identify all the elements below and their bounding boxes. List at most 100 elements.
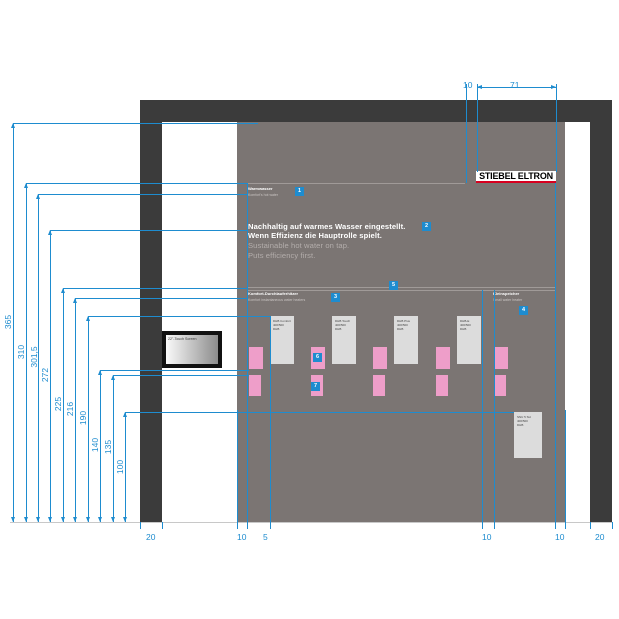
dim-top-ext-556	[556, 84, 557, 172]
booth-frame-top	[140, 100, 612, 122]
marker-4: 4	[519, 306, 528, 315]
product-card-5: SNU 5 SLI 400/500 DHB	[514, 412, 542, 458]
dim-line-272	[50, 231, 51, 522]
dim-label-bottom-10-mid: 10	[482, 532, 492, 542]
dim-label-272: 272	[40, 367, 50, 383]
section-warmwasser-title: Warmwasser	[248, 186, 273, 191]
dim-arrow-225	[61, 288, 65, 293]
dim-label-310: 310	[16, 344, 26, 360]
device-placeholder-lower-1	[249, 375, 261, 396]
product-card-2-text: DHB Touch 400/500 DHB	[335, 319, 351, 332]
product-section-rule-1	[247, 287, 555, 288]
section-durchlauf-subtitle: Komfort instantaneous water heaters	[248, 298, 306, 302]
device-placeholder-upper-1	[249, 347, 263, 369]
dim-label-bottom-20-left: 20	[146, 532, 156, 542]
product-card-3-text: DHB Plus 400/500 DHB	[397, 319, 411, 332]
section-klein-title: Kleinspeicher	[493, 291, 520, 296]
dim-arrow-135-bottom	[111, 517, 115, 522]
dim-arrow-3015-bottom	[36, 517, 40, 522]
dim-top-arrow-right	[551, 85, 556, 89]
dim-label-3015: 301,5	[29, 346, 39, 368]
stiebel-eltron-logo: STIEBEL ELTRON	[476, 171, 556, 183]
dim-label-216: 216	[65, 401, 75, 417]
dim-arrow-140-bottom	[98, 517, 102, 522]
dim-arrow-365-bottom	[11, 517, 15, 522]
dim-line-3015	[38, 195, 39, 522]
device-placeholder-lower-3	[373, 375, 385, 396]
dim-tick-612	[612, 522, 613, 529]
product-card-3: DHB Plus 400/500 DHB	[394, 316, 418, 364]
headline-en-line2: Puts efficiency first.	[248, 251, 316, 260]
dim-tick-590	[590, 522, 591, 529]
dim-line-216	[75, 299, 76, 522]
dim-ext-140	[100, 370, 249, 371]
dim-label-bottom-5: 5	[263, 532, 268, 542]
dim-tick-270	[270, 316, 271, 529]
product-card-4: DHB-E 400/500 DHB	[457, 316, 481, 364]
marker-7: 7	[311, 382, 320, 391]
dim-arrow-135	[111, 375, 115, 380]
device-placeholder-lower-5	[494, 375, 506, 396]
dim-arrow-272	[48, 230, 52, 235]
dim-ext-190	[88, 316, 270, 317]
dim-ext-272	[50, 230, 247, 231]
dim-line-135	[113, 376, 114, 522]
dim-label-140: 140	[90, 437, 100, 453]
section-durchlauf-title: Komfort-Durchlauferhitzer	[248, 291, 299, 296]
dim-tick-482	[482, 290, 483, 529]
headline-de-line2: Wenn Effizienz die Hauptrolle spielt.	[248, 231, 382, 240]
marker-3: 3	[331, 293, 340, 302]
booth-frame-right	[590, 100, 612, 522]
dim-line-310	[26, 184, 27, 522]
device-placeholder-upper-4	[436, 347, 450, 369]
dim-arrow-190-bottom	[86, 517, 90, 522]
marker-5: 5	[389, 281, 398, 290]
product-card-1-text: DHB Comfort 400/500 DHB	[273, 319, 291, 332]
dim-line-365	[13, 124, 14, 522]
touch-screen-display: 22"-Touch Screen	[166, 335, 218, 364]
dim-arrow-3015	[36, 194, 40, 199]
dim-top-line-71	[477, 87, 556, 88]
dim-label-135: 135	[103, 439, 113, 455]
dim-label-225: 225	[53, 396, 63, 412]
dim-tick-555	[555, 183, 556, 529]
dim-tick-247	[247, 183, 248, 529]
dim-arrow-365	[11, 123, 15, 128]
device-placeholder-upper-3	[373, 347, 387, 369]
section-warmwasser-subtitle: Komfort's hot water	[248, 193, 279, 197]
dim-line-225	[63, 289, 64, 522]
product-card-5-text: SNU 5 SLI 400/500 DHB	[517, 415, 532, 428]
dim-ext-100	[125, 412, 514, 413]
dim-ext-216	[75, 298, 247, 299]
dim-ext-135	[113, 375, 249, 376]
top-divider-rule	[247, 183, 465, 184]
dim-arrow-216-bottom	[73, 517, 77, 522]
dim-top-ext-477	[477, 84, 478, 172]
ground-line	[10, 522, 613, 523]
dim-line-140	[100, 371, 101, 522]
logo-red-bar	[476, 181, 556, 183]
dim-label-bottom-10-right: 10	[555, 532, 565, 542]
dim-arrow-216	[73, 298, 77, 303]
dim-top-arrow-left	[477, 85, 482, 89]
device-placeholder-lower-4	[436, 375, 448, 396]
dim-label-top-10: 10	[463, 80, 473, 90]
marker-2: 2	[422, 222, 431, 231]
dim-arrow-100	[123, 412, 127, 417]
dim-label-365: 365	[3, 314, 13, 330]
dim-arrow-140	[98, 370, 102, 375]
dim-label-190: 190	[78, 410, 88, 426]
dim-arrow-272-bottom	[48, 517, 52, 522]
marker-1: 1	[295, 187, 304, 196]
dim-label-bottom-10-left: 10	[237, 532, 247, 542]
dim-tick-162	[162, 522, 163, 529]
dim-label-100: 100	[115, 459, 125, 475]
dim-label-top-71: 71	[510, 80, 520, 90]
touch-screen-monitor: 22"-Touch Screen	[162, 331, 222, 368]
product-card-4-text: DHB-E 400/500 DHB	[460, 319, 471, 332]
headline-en-line1: Sustainable hot water on tap.	[248, 241, 350, 250]
touch-screen-label: 22"-Touch Screen	[168, 337, 197, 341]
dim-arrow-225-bottom	[61, 517, 65, 522]
product-section-rule-2	[247, 290, 555, 291]
booth-frame-left	[140, 100, 162, 522]
